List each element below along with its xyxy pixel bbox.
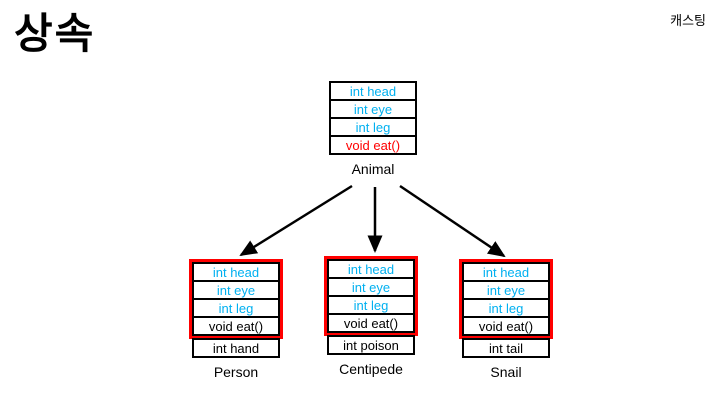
inherited-members-highlight: int head int eye int leg void eat()	[189, 259, 283, 339]
child-class-box-person: int head int eye int leg void eat() int …	[189, 259, 283, 380]
member-text: void eat()	[343, 315, 399, 331]
child-class-box-snail: int head int eye int leg void eat() int …	[459, 259, 553, 380]
member-text: int head	[347, 261, 395, 277]
member-text: void eat()	[345, 137, 401, 153]
member-stack: int head int eye int leg void eat()	[462, 262, 550, 336]
member-text: int hand	[212, 340, 260, 356]
member-stack: int head int eye int leg void eat()	[192, 262, 280, 336]
arrow-animal-to-snail	[399, 184, 506, 258]
class-row: int leg	[192, 298, 280, 318]
inherited-members-highlight: int head int eye int leg void eat()	[324, 256, 418, 336]
class-label: Person	[213, 364, 259, 380]
member-stack: int head int eye int leg void eat()	[327, 259, 415, 333]
child-class-box-centipede: int head int eye int leg void eat() int …	[324, 256, 418, 377]
member-text: int eye	[353, 101, 393, 117]
member-text: int head	[349, 83, 397, 99]
class-row: void eat()	[192, 316, 280, 336]
class-row: int head	[329, 81, 417, 101]
class-row: void eat()	[462, 316, 550, 336]
member-text: int leg	[353, 297, 389, 313]
member-text: int head	[212, 264, 260, 280]
slide-title: 상속	[14, 10, 96, 57]
class-label: Animal	[351, 161, 395, 177]
inherited-members-highlight: int head int eye int leg void eat()	[459, 259, 553, 339]
parent-class-box-animal: int head int eye int leg void eat() Anim…	[329, 81, 417, 177]
class-row: int hand	[192, 338, 280, 358]
member-text: void eat()	[208, 318, 264, 334]
member-text: int eye	[216, 282, 256, 298]
member-text: int eye	[351, 279, 391, 295]
member-stack: int head int eye int leg void eat()	[329, 81, 417, 155]
class-row: int head	[327, 259, 415, 279]
class-label: Centipede	[339, 361, 403, 377]
member-text: void eat()	[478, 318, 534, 334]
class-row: void eat()	[327, 313, 415, 333]
member-text: int poison	[343, 337, 399, 353]
class-row: int eye	[462, 280, 550, 300]
class-row: int leg	[329, 117, 417, 137]
class-row: int poison	[327, 335, 415, 355]
member-text: int leg	[355, 119, 391, 135]
class-row: int eye	[329, 99, 417, 119]
member-text: int head	[482, 264, 530, 280]
member-text: int leg	[488, 300, 524, 316]
class-row: int head	[462, 262, 550, 282]
member-text: int eye	[486, 282, 526, 298]
corner-note: 캐스팅	[670, 13, 706, 28]
member-text: int leg	[218, 300, 254, 316]
class-row: int eye	[192, 280, 280, 300]
class-row: int head	[192, 262, 280, 282]
arrow-animal-to-person	[239, 184, 353, 257]
class-label: Snail	[490, 364, 522, 380]
class-row: void eat()	[329, 135, 417, 155]
class-row: int leg	[462, 298, 550, 318]
member-text: int tail	[489, 340, 523, 356]
class-row: int leg	[327, 295, 415, 315]
class-row: int eye	[327, 277, 415, 297]
class-row: int tail	[462, 338, 550, 358]
